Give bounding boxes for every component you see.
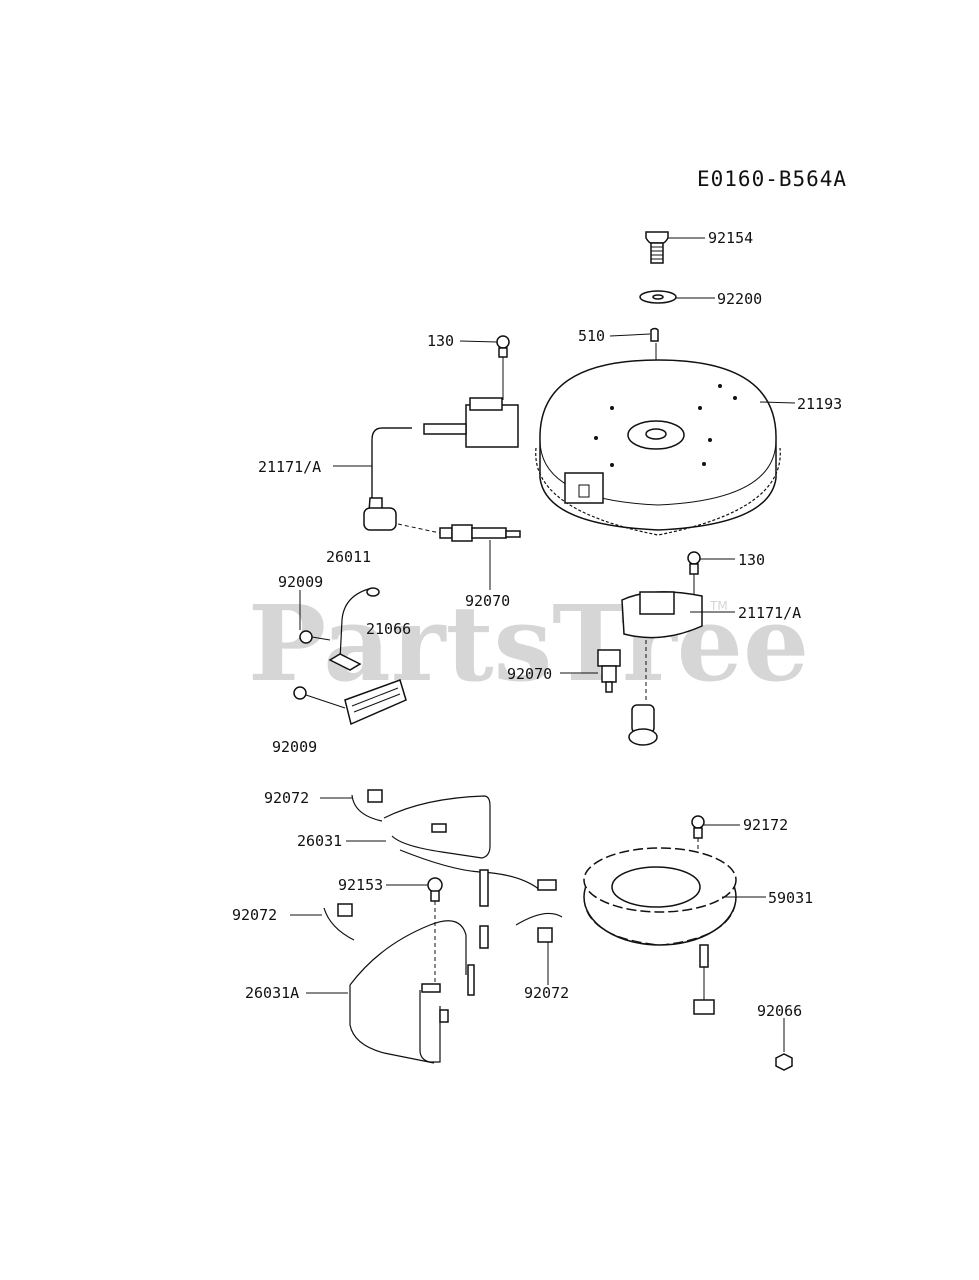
key-510[interactable] <box>650 327 659 342</box>
callout-26011[interactable]: 26011 <box>326 548 371 566</box>
leader-lines <box>290 237 796 1052</box>
regulator-21066[interactable] <box>328 653 407 726</box>
watermark-trademark: TM <box>709 599 728 613</box>
clamp-92072-a[interactable] <box>351 789 383 822</box>
callout-130-lower[interactable]: 130 <box>738 551 765 569</box>
callout-92172[interactable]: 92172 <box>743 816 788 834</box>
callout-92072-a[interactable]: 92072 <box>264 789 309 807</box>
screw-92009-upper[interactable] <box>299 630 331 644</box>
diagram-code: E0160-B564A <box>697 167 847 191</box>
flywheel-bolt-92154[interactable] <box>645 231 669 264</box>
bolt-130-lower[interactable] <box>687 551 701 575</box>
bolt-92153[interactable] <box>427 877 443 902</box>
ignition-coil-21171-lower[interactable] <box>621 591 703 639</box>
stator-59031[interactable] <box>583 847 737 1015</box>
nut-92066[interactable] <box>775 1053 793 1071</box>
callout-21171a-upper[interactable]: 21171/A <box>258 458 321 476</box>
spark-plug-92070-upper[interactable] <box>439 524 521 542</box>
callout-92072-c[interactable]: 92072 <box>524 984 569 1002</box>
clamp-92072-c[interactable] <box>515 912 563 943</box>
spark-plug-92070-lower[interactable] <box>597 649 658 746</box>
bolt-92172[interactable] <box>691 815 705 839</box>
wire-harness-26031[interactable] <box>383 795 557 949</box>
callout-21066[interactable]: 21066 <box>366 620 411 638</box>
callout-labels: 92154 92200 510 130 21193 21171/A 26011 … <box>232 229 842 1020</box>
callout-92009-upper[interactable]: 92009 <box>278 573 323 591</box>
callout-92070-upper[interactable]: 92070 <box>465 592 510 610</box>
callout-26031A[interactable]: 26031A <box>245 984 299 1002</box>
screw-92009-lower[interactable] <box>293 686 346 709</box>
callout-59031[interactable]: 59031 <box>768 889 813 907</box>
callout-92154[interactable]: 92154 <box>708 229 753 247</box>
bolt-130-upper[interactable] <box>496 335 510 358</box>
clamp-92072-b[interactable] <box>323 903 355 941</box>
callout-92009-lower[interactable]: 92009 <box>272 738 317 756</box>
callout-92200[interactable]: 92200 <box>717 290 762 308</box>
flywheel-21193[interactable] <box>535 359 781 536</box>
callout-92153[interactable]: 92153 <box>338 876 383 894</box>
watermark: PartsTree <box>248 582 809 705</box>
callout-26031[interactable]: 26031 <box>297 832 342 850</box>
callout-92072-b[interactable]: 92072 <box>232 906 277 924</box>
callout-92070-lower[interactable]: 92070 <box>507 665 552 683</box>
callout-21171a-lower[interactable]: 21171/A <box>738 604 801 622</box>
callout-130-upper[interactable]: 130 <box>427 332 454 350</box>
callout-92066[interactable]: 92066 <box>757 1002 802 1020</box>
callout-510[interactable]: 510 <box>578 327 605 345</box>
ignition-coil-21171-upper[interactable] <box>363 397 519 531</box>
washer-92200[interactable] <box>639 290 677 304</box>
wire-harness-26031A[interactable] <box>349 920 475 1064</box>
callout-21193[interactable]: 21193 <box>797 395 842 413</box>
